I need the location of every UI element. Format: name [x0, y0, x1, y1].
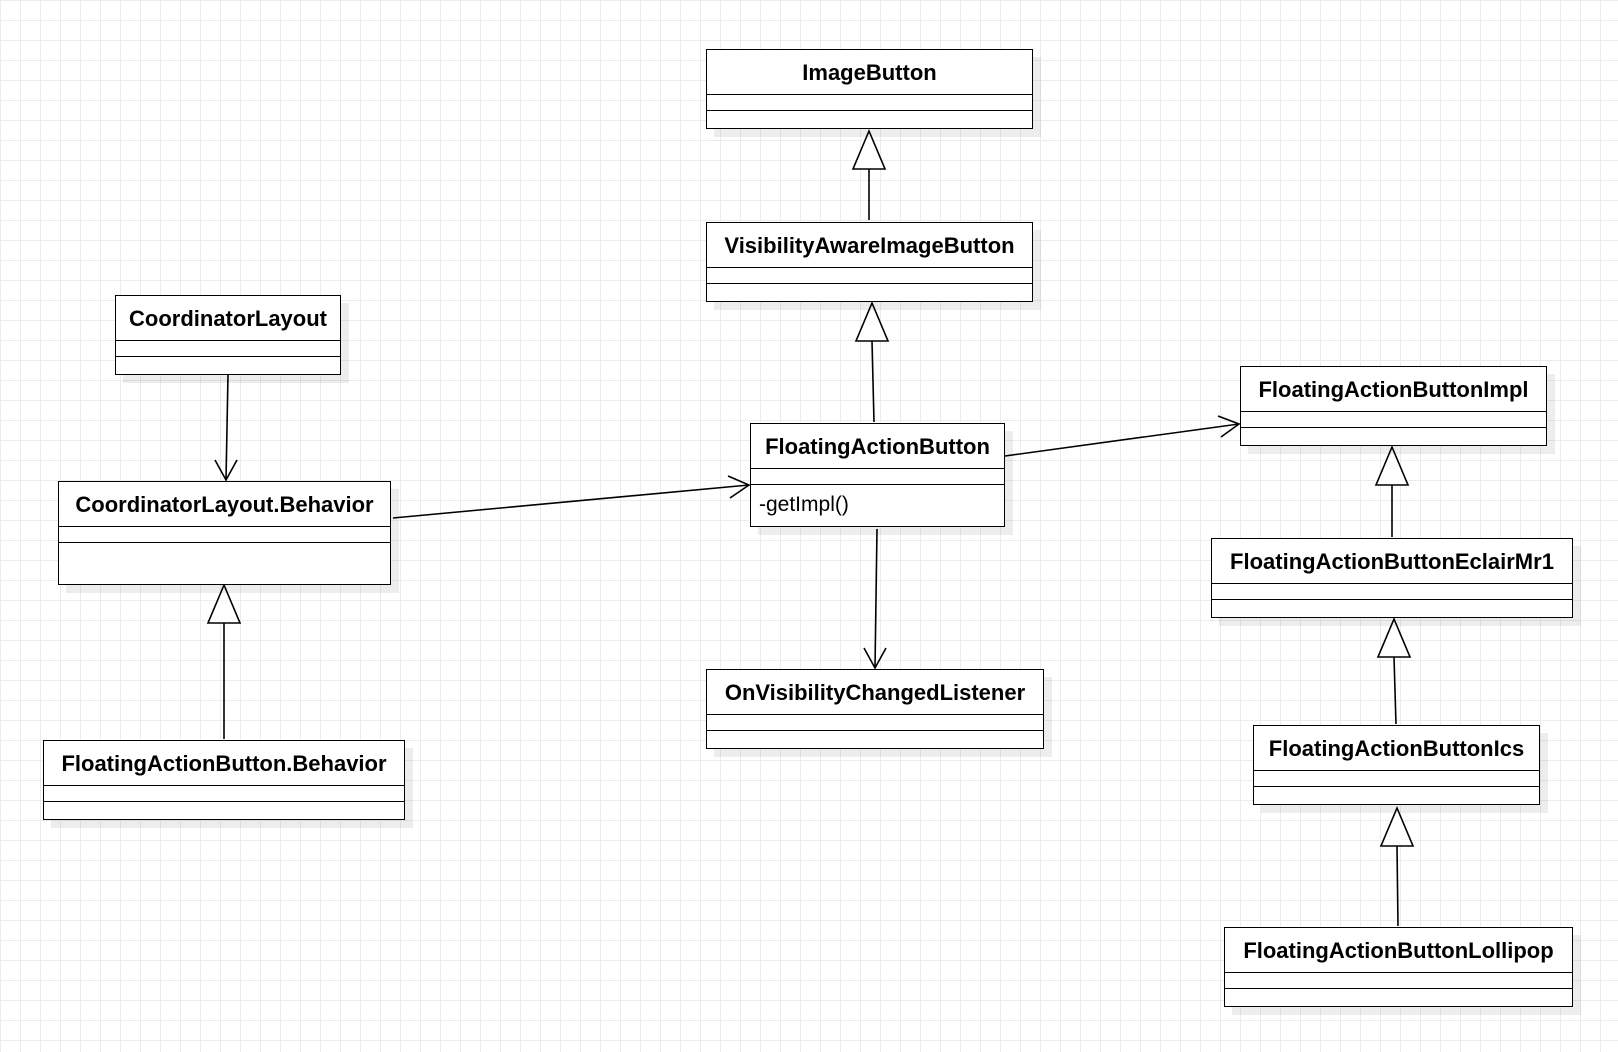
- class-name: FloatingActionButtonImpl: [1241, 367, 1546, 412]
- attributes-compartment: [707, 95, 1032, 111]
- association-floating-action-button-to-listener: [863, 528, 887, 670]
- attributes-compartment: [707, 268, 1032, 284]
- class-name: FloatingActionButtonEclairMr1: [1212, 539, 1572, 584]
- class-floating-action-button-eclair-mr1[interactable]: FloatingActionButtonEclairMr1: [1211, 538, 1573, 618]
- association-coordinator-layout-to-behavior: [214, 374, 238, 482]
- operations-compartment: [44, 802, 404, 819]
- attributes-compartment: [1254, 771, 1539, 787]
- class-on-visibility-changed-listener[interactable]: OnVisibilityChangedListener: [706, 669, 1044, 749]
- operations-compartment: [707, 284, 1032, 301]
- class-floating-action-button-behavior[interactable]: FloatingActionButton.Behavior: [43, 740, 405, 820]
- attributes-compartment: [751, 469, 1004, 485]
- operations-compartment: [707, 731, 1043, 748]
- attributes-compartment: [116, 341, 340, 357]
- attributes-compartment: [1212, 584, 1572, 600]
- operations-compartment: [1254, 787, 1539, 804]
- class-floating-action-button-ics[interactable]: FloatingActionButtonIcs: [1253, 725, 1540, 805]
- class-floating-action-button-impl[interactable]: FloatingActionButtonImpl: [1240, 366, 1547, 446]
- operations-compartment: [116, 357, 340, 374]
- class-name: CoordinatorLayout: [116, 296, 340, 341]
- class-name: OnVisibilityChangedListener: [707, 670, 1043, 715]
- association-behavior-to-floating-action-button: [392, 475, 751, 519]
- generalization-ics-to-eclair-mr1: [1376, 616, 1412, 725]
- attributes-compartment: [59, 527, 390, 543]
- generalization-floating-action-button-to-visibility-aware-image-button: [854, 300, 890, 423]
- class-floating-action-button-lollipop[interactable]: FloatingActionButtonLollipop: [1224, 927, 1573, 1007]
- class-name: FloatingActionButton.Behavior: [44, 741, 404, 786]
- operations-compartment: [1225, 989, 1572, 1006]
- class-coordinator-layout-behavior[interactable]: CoordinatorLayout.Behavior: [58, 481, 391, 585]
- association-floating-action-button-to-impl: [1004, 415, 1241, 457]
- generalization-fab-behavior-to-coordinator-layout-behavior: [206, 582, 242, 739]
- operations-compartment: [1241, 428, 1546, 445]
- class-image-button[interactable]: ImageButton: [706, 49, 1033, 129]
- class-visibility-aware-image-button[interactable]: VisibilityAwareImageButton: [706, 222, 1033, 302]
- generalization-eclair-mr1-to-impl: [1374, 444, 1410, 537]
- operations-compartment: -getImpl(): [751, 485, 1004, 526]
- generalization-visibility-aware-image-button-to-image-button: [851, 128, 887, 220]
- operations-compartment: [707, 111, 1032, 128]
- attributes-compartment: [44, 786, 404, 802]
- class-floating-action-button[interactable]: FloatingActionButton -getImpl(): [750, 423, 1005, 527]
- class-name: FloatingActionButton: [751, 424, 1004, 469]
- class-name: FloatingActionButtonLollipop: [1225, 928, 1572, 973]
- operations-compartment: [59, 543, 390, 584]
- attributes-compartment: [1241, 412, 1546, 428]
- generalization-lollipop-to-ics: [1379, 805, 1415, 927]
- operations-compartment: [1212, 600, 1572, 617]
- class-name: VisibilityAwareImageButton: [707, 223, 1032, 268]
- attributes-compartment: [1225, 973, 1572, 989]
- attributes-compartment: [707, 715, 1043, 731]
- operation-get-impl: -getImpl(): [759, 493, 849, 516]
- class-name: FloatingActionButtonIcs: [1254, 726, 1539, 771]
- class-name: ImageButton: [707, 50, 1032, 95]
- class-coordinator-layout[interactable]: CoordinatorLayout: [115, 295, 341, 375]
- class-name: CoordinatorLayout.Behavior: [59, 482, 390, 527]
